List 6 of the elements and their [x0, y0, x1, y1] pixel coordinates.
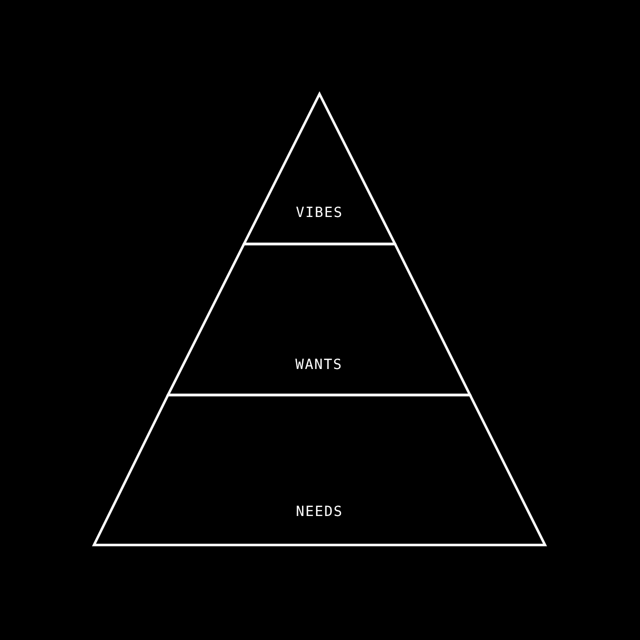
pyramid-tier — [244, 94, 395, 244]
pyramid-tier — [94, 395, 545, 545]
pyramid-tier — [168, 244, 470, 395]
tier-label: WANTS — [294, 357, 344, 373]
tier-label: VIBES — [294, 205, 344, 221]
tier-label: NEEDS — [294, 504, 344, 520]
